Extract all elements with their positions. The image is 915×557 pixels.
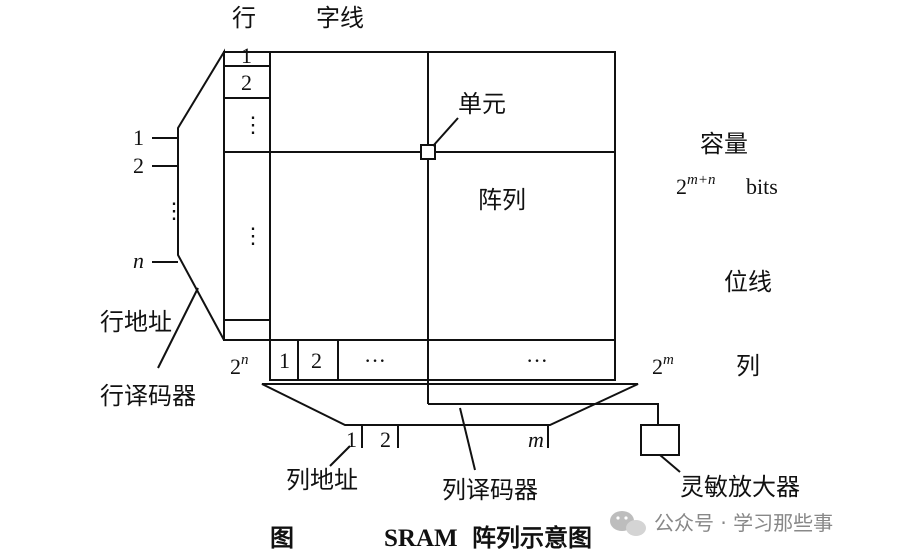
- sense-amp-label: 灵敏放大器: [680, 473, 800, 501]
- column-count: 2m: [652, 352, 674, 379]
- column-index-dots-a: ···: [364, 348, 386, 373]
- sense-amplifier-box: [640, 424, 680, 456]
- caption-fig: 图: [270, 524, 294, 552]
- column-index-dots-b: ···: [526, 348, 548, 373]
- row-count-exp: n: [241, 352, 249, 368]
- col-decoder-label: 列译码器: [442, 476, 538, 504]
- capacity-exponent: m+n: [687, 172, 715, 188]
- row-decoder-label: 行译码器: [100, 382, 196, 410]
- array-label: 阵列: [478, 186, 526, 214]
- watermark-text: 公众号 · 学习那些事: [654, 511, 833, 535]
- column-count-exp: m: [663, 352, 674, 368]
- row-index-box: [223, 51, 271, 341]
- column-index-2: 2: [311, 348, 322, 373]
- row-address-input-dots: ⋮: [163, 198, 185, 223]
- column-index-1: 1: [279, 348, 290, 373]
- memory-array: [269, 51, 616, 341]
- column-index-box: [269, 339, 616, 381]
- cell-label: 单元: [458, 90, 506, 118]
- row-decoder-pointer: [157, 287, 199, 369]
- watermark: 公众号 · 学习那些事: [610, 511, 833, 536]
- caption-title-latin: SRAM: [384, 525, 458, 552]
- col-address-pointer: [329, 445, 351, 467]
- sense-amp-pointer: [659, 454, 681, 473]
- column-count-base: 2: [652, 354, 663, 379]
- wechat-icon: [610, 511, 646, 536]
- row-label: 行: [232, 4, 256, 32]
- capacity-unit: bits: [746, 174, 778, 199]
- row-index-dots: ⋮: [242, 112, 264, 137]
- row-index-1: 1: [241, 43, 252, 68]
- col-address-label: 列地址: [286, 466, 358, 494]
- memory-cell: [420, 144, 436, 160]
- row-index-dots-2: ⋮: [242, 223, 264, 248]
- row-address-input-2: 2: [133, 153, 144, 178]
- row-count: 2n: [230, 352, 249, 379]
- bit-line-label: 位线: [724, 268, 772, 296]
- row-address-label: 行地址: [100, 308, 172, 336]
- col-decoder-pointer: [459, 407, 476, 471]
- sense-amp-wire: [428, 403, 659, 425]
- cell-pointer: [432, 117, 459, 147]
- row-decoder-shape: [177, 48, 225, 341]
- capacity-label: 容量: [700, 130, 748, 158]
- word-line-label: 字线: [316, 4, 364, 32]
- col-address-input-1: 1: [346, 427, 357, 452]
- col-address-input-2: 2: [380, 427, 391, 452]
- column-label: 列: [736, 352, 760, 380]
- capacity-base: 2: [676, 174, 687, 199]
- row-address-input-n: n: [133, 248, 144, 273]
- col-address-input-m: m: [528, 427, 544, 452]
- row-count-base: 2: [230, 354, 241, 379]
- row-index-2: 2: [241, 70, 252, 95]
- column-decoder-shape: [261, 383, 639, 426]
- caption-title-cn: 阵列示意图: [472, 524, 592, 552]
- capacity-value: 2m+n: [676, 172, 715, 199]
- row-address-input-1: 1: [133, 125, 144, 150]
